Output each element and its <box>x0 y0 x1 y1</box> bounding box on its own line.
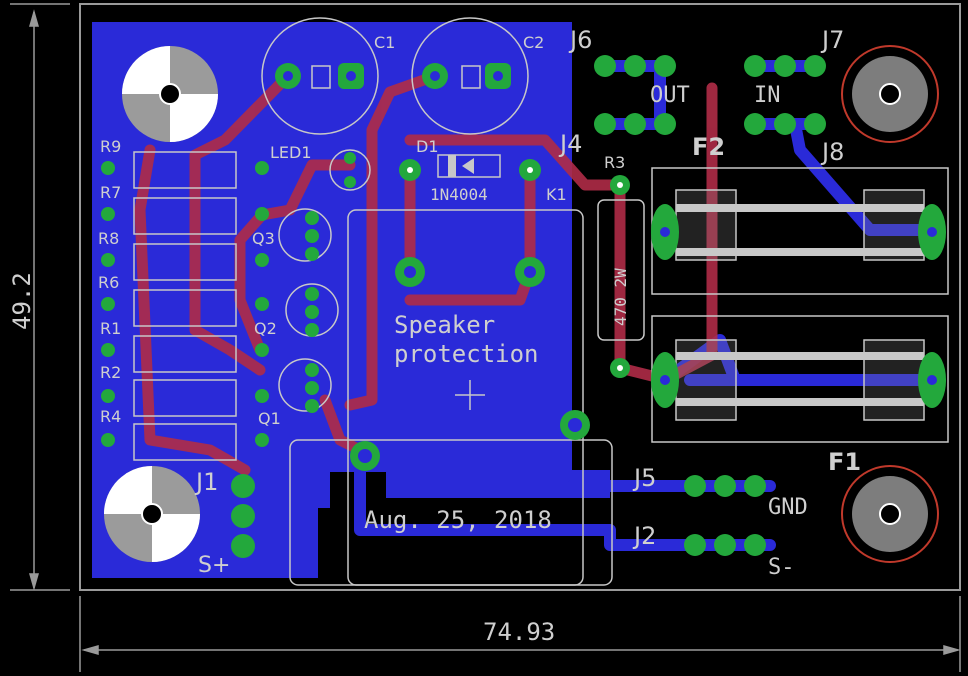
relay-k1-lower <box>289 439 613 586</box>
ground-pour <box>92 22 610 578</box>
label-j6: J6 <box>568 26 592 54</box>
label-led1: LED1 <box>270 143 312 162</box>
label-r9: R9 <box>100 137 121 156</box>
r3-outline <box>597 199 645 341</box>
label-j7: J7 <box>820 26 844 54</box>
label-q2: Q2 <box>254 319 277 338</box>
label-c2: C2 <box>523 33 544 52</box>
label-c1: C1 <box>374 33 395 52</box>
pad-holes <box>283 71 937 463</box>
diode-d1 <box>437 154 501 178</box>
label-r4: R4 <box>100 407 121 426</box>
label-d1-value: 1N4004 <box>430 185 488 204</box>
label-j1: J1 <box>194 468 218 496</box>
resistor-outlines <box>133 151 237 461</box>
label-r8: R8 <box>98 229 119 248</box>
label-j2: J2 <box>632 522 656 550</box>
label-q3: Q3 <box>252 229 275 248</box>
fuse-bodies <box>676 204 924 406</box>
label-j5: J5 <box>632 464 656 492</box>
title-line-2: protection <box>394 340 539 368</box>
cap-outlines <box>261 17 529 135</box>
board-outline <box>79 3 961 591</box>
mount-hole-bl <box>104 466 200 562</box>
mount-hole-tl <box>122 46 218 142</box>
label-r2: R2 <box>100 363 121 382</box>
label-f1: F1 <box>828 448 861 476</box>
label-r7: R7 <box>100 183 121 202</box>
label-out: OUT <box>650 83 690 108</box>
label-s-minus: S- <box>768 555 795 580</box>
label-j8: J8 <box>820 138 844 166</box>
board-date: Aug. 25, 2018 <box>364 506 552 534</box>
label-r1: R1 <box>100 319 121 338</box>
label-j4: J4 <box>558 130 582 158</box>
dimensions <box>10 3 961 672</box>
width-dimension: 74.93 <box>483 618 555 646</box>
label-r3: R3 <box>604 153 625 172</box>
mount-hole-br <box>841 465 939 563</box>
label-r3-value: 470 2W <box>611 268 630 326</box>
mounting-holes <box>104 45 939 563</box>
label-f2: F2 <box>692 133 725 161</box>
pad-centers <box>407 167 623 371</box>
height-dimension: 49.2 <box>8 272 36 330</box>
label-s-plus: S+ <box>198 553 230 578</box>
label-k1: K1 <box>546 185 567 204</box>
label-r6: R6 <box>98 273 119 292</box>
mount-hole-tr <box>841 45 939 143</box>
label-in: IN <box>754 83 781 108</box>
label-gnd: GND <box>768 495 808 520</box>
title-line-1: Speaker <box>394 311 495 339</box>
label-q1: Q1 <box>258 409 281 428</box>
label-d1: D1 <box>416 137 439 156</box>
